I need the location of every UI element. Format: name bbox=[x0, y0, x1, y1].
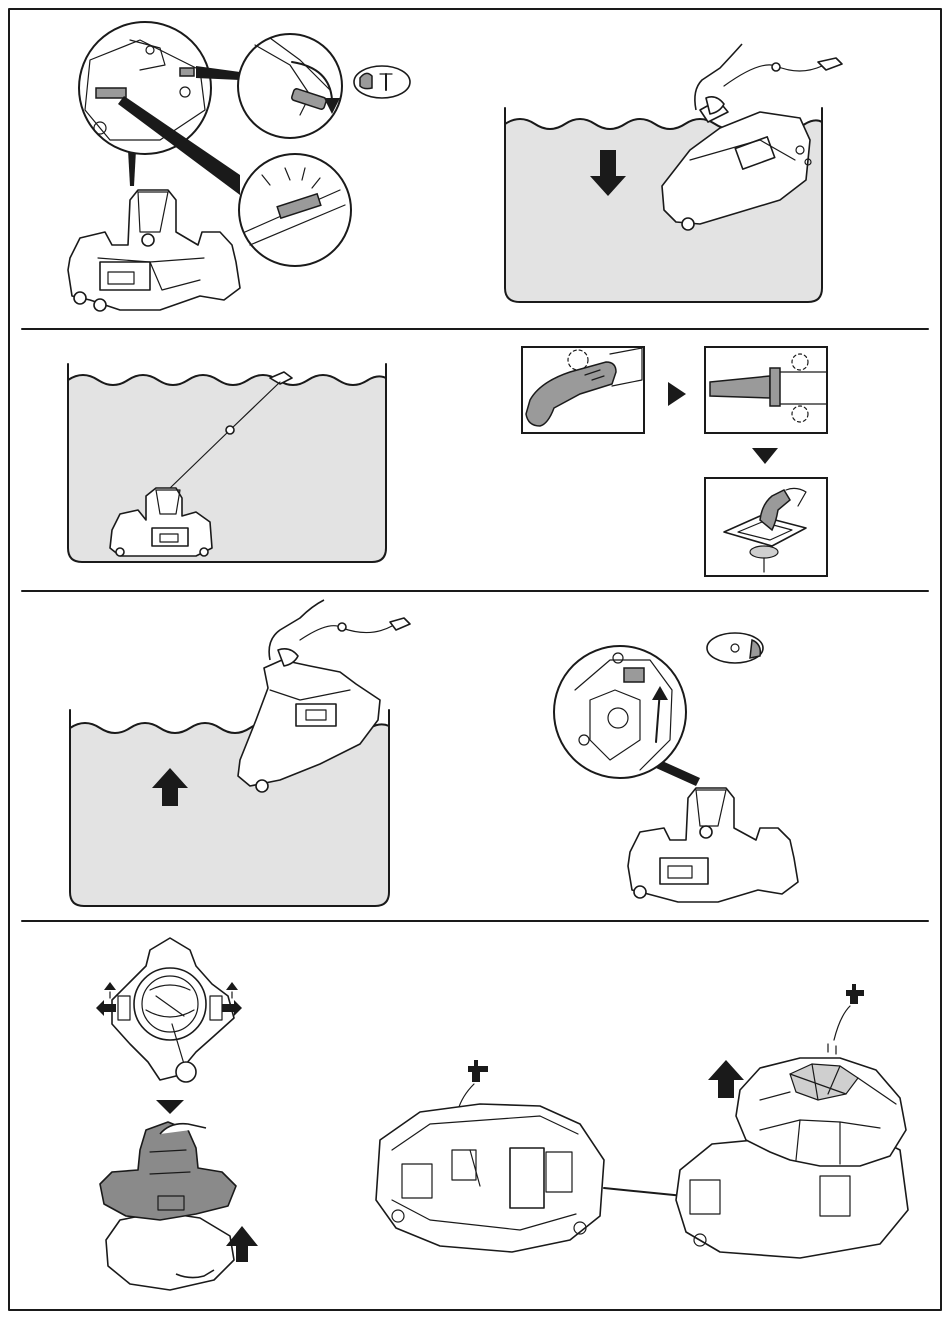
robot-top-view-icon bbox=[112, 938, 234, 1082]
float-cable-icon bbox=[300, 618, 410, 640]
step-rinse-basket bbox=[376, 1060, 684, 1252]
down-arrow-icon bbox=[156, 1100, 184, 1114]
magnifier-callout-icon bbox=[79, 22, 240, 195]
hand-icon bbox=[269, 600, 324, 666]
step-robot-cleaning bbox=[68, 364, 386, 562]
step-lift-cover bbox=[676, 984, 908, 1258]
step-power-on bbox=[68, 22, 410, 311]
robot-icon bbox=[100, 1122, 236, 1290]
water-tap-icon bbox=[828, 984, 864, 1054]
switch-symbol-icon bbox=[354, 66, 410, 98]
robot-icon bbox=[628, 788, 798, 902]
step-power-off bbox=[554, 633, 798, 902]
magnifier-callout-icon bbox=[554, 646, 700, 786]
step-lower-robot bbox=[505, 44, 842, 302]
switch-symbol-icon bbox=[707, 633, 763, 663]
right-arrow-icon bbox=[668, 382, 686, 406]
step-lift-robot bbox=[70, 600, 410, 906]
step-unlock-cover bbox=[96, 938, 258, 1290]
step-use-hook bbox=[522, 347, 827, 576]
down-arrow-icon bbox=[752, 448, 778, 464]
up-arrow-icon bbox=[708, 1060, 744, 1098]
connector-line bbox=[604, 1188, 684, 1196]
float-cable-icon bbox=[724, 58, 842, 86]
robot-icon bbox=[68, 190, 240, 311]
filter-basket-icon bbox=[376, 1104, 604, 1252]
power-switch-icon bbox=[238, 34, 342, 138]
status-led-icon bbox=[239, 154, 351, 266]
